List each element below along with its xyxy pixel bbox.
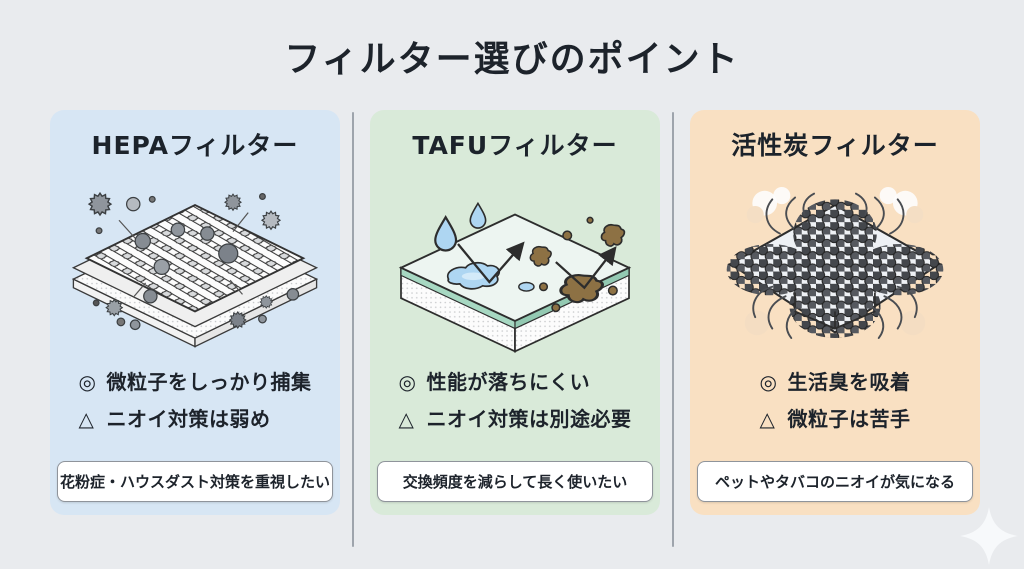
double-circle-icon: ◎	[78, 370, 97, 394]
bounce-arrows	[457, 241, 617, 290]
dust-particles	[88, 192, 300, 331]
points-list: ◎ 生活臭を吸着 △ 微粒子は苦手	[760, 364, 911, 438]
card-tafu-filter: TAFUフィルター	[370, 110, 660, 515]
card-activated-carbon-filter: 活性炭フィルター	[690, 110, 980, 515]
pro-text: 生活臭を吸着	[787, 370, 911, 394]
smoke-wisps	[752, 192, 918, 339]
smoke-puffs	[744, 187, 926, 336]
con-point: △ ニオイ対策は弱め	[79, 401, 312, 438]
points-list: ◎ 微粒子をしっかり捕集 △ ニオイ対策は弱め	[79, 364, 312, 438]
carbon-granules	[726, 199, 944, 339]
pro-point: ◎ 性能が落ちにくい	[399, 364, 632, 401]
triangle-icon: △	[759, 407, 776, 431]
pro-text: 微粒子をしっかり捕集	[106, 370, 312, 394]
triangle-icon: △	[398, 407, 415, 431]
stain-splats	[529, 216, 626, 313]
woven-mesh-icon	[71, 192, 319, 348]
sparkle-icon	[960, 507, 1018, 565]
con-text: 微粒子は苦手	[787, 407, 911, 431]
triangle-icon: △	[78, 407, 95, 431]
card-title: TAFUフィルター	[412, 131, 618, 160]
recommendation-box: ペットやタバコのニオイが気になる	[697, 461, 973, 502]
card-divider	[352, 112, 354, 547]
con-point: △ ニオイ対策は別途必要	[399, 401, 632, 438]
inner-tray	[794, 292, 876, 330]
pro-point: ◎ 生活臭を吸着	[760, 364, 911, 401]
recommendation-box: 交換頻度を減らして長く使いたい	[377, 461, 653, 502]
double-circle-icon: ◎	[759, 370, 778, 394]
con-text: ニオイ対策は弱め	[106, 407, 271, 431]
con-text: ニオイ対策は別途必要	[426, 407, 632, 431]
tafu-sheet-illustration	[382, 170, 648, 356]
page-title: フィルター選びのポイント	[284, 39, 740, 80]
double-circle-icon: ◎	[398, 370, 417, 394]
points-list: ◎ 性能が落ちにくい △ ニオイ対策は別途必要	[399, 364, 632, 438]
carbon-granules-illustration	[702, 170, 968, 356]
water-puddle	[446, 262, 535, 292]
hepa-mesh-illustration	[62, 170, 328, 356]
con-point: △ 微粒子は苦手	[760, 401, 911, 438]
recommendation-text: ペットやタバコのニオイが気になる	[714, 473, 955, 491]
cards-row: HEPAフィルター	[0, 110, 1024, 547]
card-divider	[672, 112, 674, 547]
recommendation-text: 花粉症・ハウスダスト対策を重視したい	[60, 473, 331, 491]
pro-point: ◎ 微粒子をしっかり捕集	[79, 364, 312, 401]
card-hepa-filter: HEPAフィルター	[50, 110, 340, 515]
activated-carbon-icon	[726, 187, 944, 339]
card-title: 活性炭フィルター	[731, 131, 939, 160]
recommendation-box: 花粉症・ハウスダスト対策を重視したい	[57, 461, 333, 502]
water-repellent-sheet-icon	[398, 202, 632, 353]
pro-text: 性能が落ちにくい	[426, 370, 591, 394]
card-title: HEPAフィルター	[91, 131, 299, 160]
recommendation-text: 交換頻度を減らして長く使いたい	[402, 473, 628, 491]
